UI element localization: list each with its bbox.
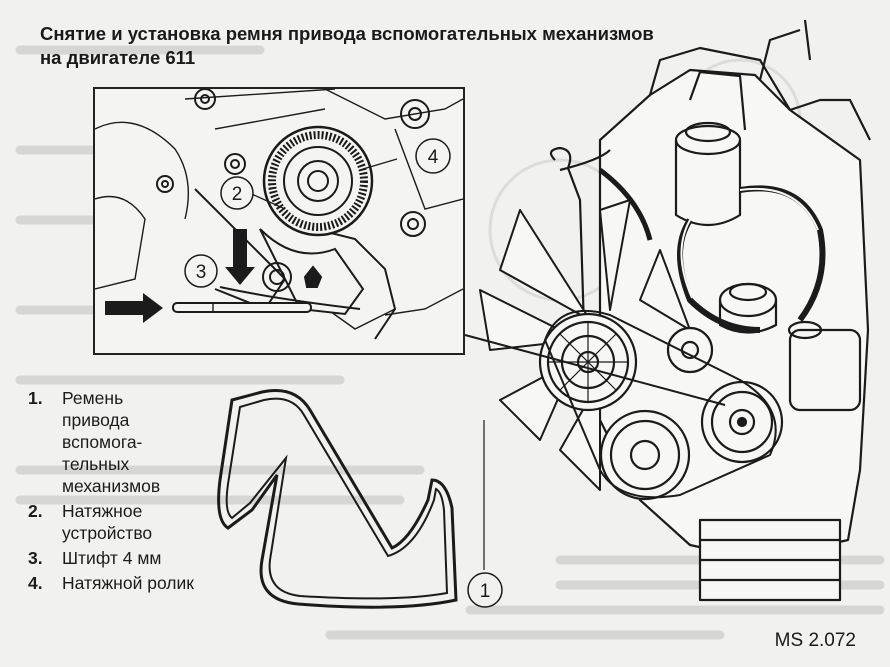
title-line-1: Снятие и установка ремня привода вспомог… <box>40 23 654 44</box>
coolant-reservoir <box>787 320 862 412</box>
loose-drive-belt <box>217 389 458 609</box>
arrow-down-icon <box>225 229 255 285</box>
tensioner-pulley <box>262 125 374 237</box>
dipstick <box>549 146 587 361</box>
legend-item-pin: 3. Штифт 4 мм <box>28 548 162 568</box>
legend-item-belt: 1. Ремень привода вспомога- тельных меха… <box>28 388 161 496</box>
callout-4: 4 <box>415 138 451 174</box>
diagram-title: Снятие и установка ремня привода вспомог… <box>40 22 760 70</box>
drive-belt-installed <box>544 309 777 499</box>
legend-item-pulley: 4. Натяжной ролик <box>28 573 194 593</box>
svg-text:1: 1 <box>480 581 491 602</box>
callout-2: 2 <box>220 176 254 210</box>
tensioner-device <box>219 228 365 316</box>
crankshaft-pulley <box>599 409 691 501</box>
oil-filter-canister <box>674 121 742 226</box>
arrow-right-icon <box>105 293 163 323</box>
tensioner-detail-drawing: 2 3 4 <box>94 88 464 340</box>
parts-legend: 1. Ремень привода вспомога- тельных меха… <box>28 387 228 597</box>
svg-text:3: 3 <box>196 262 207 283</box>
callout-3: 3 <box>184 254 218 288</box>
svg-text:2: 2 <box>232 184 243 205</box>
locking-pin-4mm <box>172 302 312 313</box>
legend-item-tensioner: 2. Натяжное устройство <box>28 501 153 543</box>
detail-inset: 2 3 4 <box>93 87 465 355</box>
svg-text:4: 4 <box>428 147 439 168</box>
title-line-2: на двигателе 611 <box>40 47 196 68</box>
leader-line-belt <box>464 334 726 406</box>
callout-1: 1 <box>467 572 503 608</box>
figure-code: MS 2.072 <box>774 630 856 651</box>
secondary-filter <box>718 282 778 334</box>
pump-pulley <box>700 380 784 464</box>
